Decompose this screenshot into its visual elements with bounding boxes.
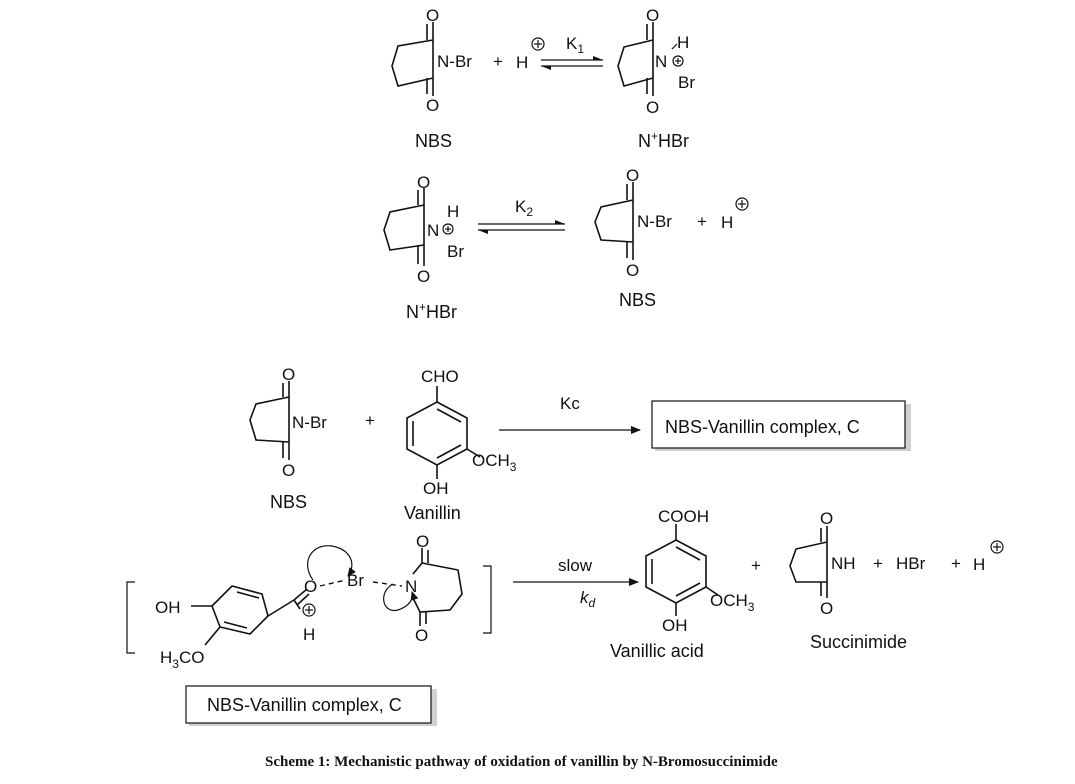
oxygen-label: O <box>820 509 833 528</box>
oxygen-label: O <box>416 532 429 551</box>
reaction-4: OH H3CO O H Br N O O slow kd <box>126 507 1004 726</box>
n-plus-hbr-label-r1: N+HBr <box>638 129 689 151</box>
curly-arrow-icon <box>383 583 419 611</box>
nbs-label-r2: NBS <box>619 290 656 310</box>
kd-label: kd <box>580 588 596 610</box>
vanillic-acid-structure: COOH OCH3 OH <box>645 507 755 635</box>
protonated-nbs-structure-r2: O O N H Br <box>383 173 464 286</box>
complex-box-bottom: NBS-Vanillin complex, C <box>185 685 437 726</box>
scheme-caption: Scheme 1: Mechanistic pathway of oxidati… <box>265 754 778 770</box>
nbs-structure-r2: O O N-Br <box>594 166 672 280</box>
oxygen-label: O <box>282 461 295 480</box>
positive-charge-icon <box>672 55 684 67</box>
vanillin-label: Vanillin <box>404 503 461 523</box>
oxygen-label: O <box>304 577 317 596</box>
oxygen-label: O <box>426 6 439 25</box>
bromine-label: Br <box>678 73 695 92</box>
nbs-label-r3: NBS <box>270 492 307 512</box>
slow-label: slow <box>558 556 593 575</box>
positive-charge-icon <box>531 37 545 51</box>
n-br-label: N-Br <box>637 212 672 231</box>
hydrogen-label: H <box>677 33 689 52</box>
oxygen-label: O <box>646 98 659 117</box>
kc-label: Kc <box>560 394 580 413</box>
k2-label: K2 <box>515 197 533 219</box>
methoxy-group: OCH3 <box>710 591 755 614</box>
positive-charge-icon <box>442 223 454 235</box>
oxygen-label: O <box>820 599 833 618</box>
k1-label: K1 <box>566 34 584 56</box>
complex-label-bottom: NBS-Vanillin complex, C <box>207 695 402 715</box>
oxygen-label: O <box>646 6 659 25</box>
reaction-3: O O N-Br NBS + CHO OCH3 OH Vanillin Kc N… <box>249 365 911 523</box>
carboxyl-group: COOH <box>658 507 709 526</box>
hydroxyl-group: OH <box>662 616 688 635</box>
complex-intermediate-structure: OH H3CO O H Br N O O <box>155 532 463 671</box>
methoxy-group: OCH3 <box>472 451 517 474</box>
oxygen-label: O <box>415 626 428 645</box>
protonated-nbs-structure-r1: O O N H Br <box>617 6 695 117</box>
reaction-1: O O N-Br NBS + H K1 O O N <box>391 6 695 151</box>
oxygen-label: O <box>626 261 639 280</box>
plus-sign: + <box>365 411 375 430</box>
proton-label: H <box>721 213 733 232</box>
plus-sign: + <box>951 554 961 573</box>
positive-charge-icon <box>735 197 749 211</box>
vanillic-acid-label: Vanillic acid <box>610 641 704 661</box>
plus-sign: + <box>751 556 761 575</box>
oxygen-label: O <box>426 96 439 115</box>
plus-sign: + <box>493 52 503 71</box>
curly-arrow-icon <box>307 545 356 581</box>
nbs-structure-r3: O O N-Br <box>249 365 327 480</box>
oxygen-label: O <box>417 173 430 192</box>
aldehyde-group: CHO <box>421 367 459 386</box>
nbs-label-r1: NBS <box>415 131 452 151</box>
bromine-label: Br <box>447 242 464 261</box>
hydrogen-label: H <box>303 625 315 644</box>
nitrogen-label: N <box>655 52 667 71</box>
plus-sign: + <box>697 212 707 231</box>
succinimide-structure: O O NH <box>789 509 856 618</box>
methoxy-group: H3CO <box>160 648 204 671</box>
proton-label: H <box>973 555 985 574</box>
left-bracket <box>126 581 135 654</box>
vanillin-structure: CHO OCH3 OH <box>406 367 517 498</box>
equilibrium-arrow-k1 <box>541 56 603 70</box>
positive-charge-icon <box>302 603 316 617</box>
nitrogen-label: N <box>405 577 417 596</box>
hbr-label: HBr <box>896 554 926 573</box>
nitrogen-label: N <box>427 221 439 240</box>
nbs-structure-r1: O O N-Br <box>391 6 472 115</box>
n-plus-hbr-label-r2: N+HBr <box>406 300 457 322</box>
oxygen-label: O <box>417 267 430 286</box>
right-bracket <box>483 565 492 634</box>
oxygen-label: O <box>626 166 639 185</box>
succinimide-label: Succinimide <box>810 632 907 652</box>
n-br-label: N-Br <box>292 413 327 432</box>
proton-label: H <box>516 53 528 72</box>
complex-box-top: NBS-Vanillin complex, C <box>651 400 911 451</box>
oxygen-label: O <box>282 365 295 384</box>
equilibrium-arrow-k2 <box>478 220 565 234</box>
complex-label-top: NBS-Vanillin complex, C <box>665 417 860 437</box>
reaction-2: O O N H Br N+HBr K2 O O N-Br + H <box>383 166 749 322</box>
hydroxyl-group: OH <box>155 598 181 617</box>
nh-group: NH <box>831 554 856 573</box>
hydroxyl-group: OH <box>423 479 449 498</box>
plus-sign: + <box>873 554 883 573</box>
hydrogen-label: H <box>447 202 459 221</box>
n-br-label: N-Br <box>437 52 472 71</box>
positive-charge-icon <box>990 540 1004 554</box>
